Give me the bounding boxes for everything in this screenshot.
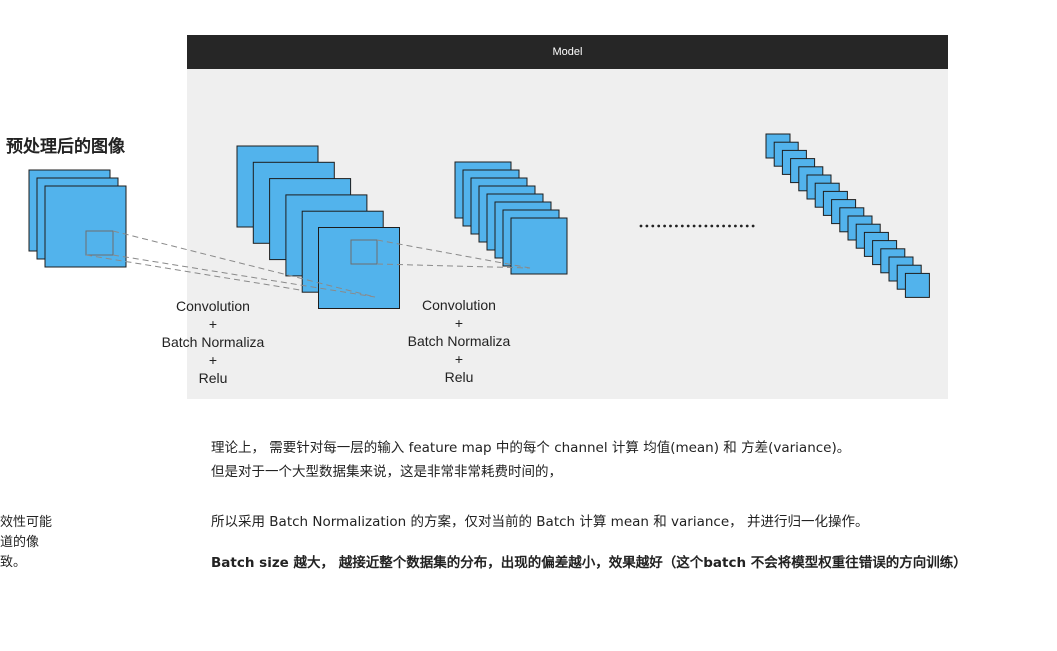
layer1-line-plus2: + [208, 352, 218, 368]
layer1-line-conv: Convolution [176, 298, 250, 314]
projection-line-5 [376, 263, 531, 269]
feature-map-stack-2 [454, 161, 568, 275]
input-image-title: 预处理后的图像 [6, 137, 125, 157]
text-line-2: 但是对于一个大型数据集来说，这是非常非常耗费时间的， [211, 464, 562, 480]
ellipsis-dot-10 [692, 224, 696, 228]
input-image-stack [28, 169, 127, 268]
ellipsis-dots [639, 213, 755, 228]
feature-map-stack-1 [236, 145, 400, 309]
ellipsis-dot-17 [734, 224, 737, 228]
left-cut-text-2: 道的像 [0, 535, 40, 550]
layer1-line-plus1: + [208, 316, 218, 332]
layer1-map-6 [318, 227, 400, 309]
ellipsis-dot-16 [728, 224, 731, 228]
ellipsis-dot-3 [651, 224, 655, 228]
projection-line-2 [112, 254, 376, 298]
ellipsis-dot-5 [663, 224, 666, 228]
ellipsis-dot-18 [739, 224, 743, 228]
layer-label-2: Convolution + Batch Normaliza + Relu [389, 296, 529, 386]
ellipsis-dot-1 [639, 224, 643, 228]
ellipsis-dot-11 [698, 224, 702, 228]
ellipsis-dot-19 [745, 224, 749, 228]
layer2-line-plus2: + [454, 351, 464, 367]
ellipsis-dot-4 [657, 224, 661, 228]
left-cut-text-1: 效性可能 [0, 515, 53, 530]
projection-line-3 [85, 254, 301, 291]
model-header-bar [187, 35, 948, 69]
ellipsis-dot-7 [675, 224, 678, 228]
ellipsis-dot-12 [704, 224, 708, 228]
text-line-3: 所以采用 Batch Normalization 的方案，仅对当前的 Batch… [211, 514, 869, 530]
ellipsis-dots-svg [639, 224, 755, 228]
text-line-4: Batch size 越大， 越接近整个数据集的分布，出现的偏差越小，效果越好（… [211, 555, 967, 571]
layer-label-1: Convolution + Batch Normaliza + Relu [143, 297, 283, 387]
layer2-line-conv: Convolution [422, 297, 496, 313]
layer2-line-bn: Batch Normaliza [407, 333, 511, 349]
ellipsis-dot-15 [722, 224, 725, 228]
ellipsis-dot-20 [751, 224, 755, 228]
layer1-line-relu: Relu [198, 370, 228, 386]
layer2-line-relu: Relu [444, 369, 474, 385]
input-receptive-field [85, 230, 114, 256]
ellipsis-dot-9 [686, 224, 690, 228]
receptive-field-lines [85, 230, 531, 298]
layer1-receptive-field [350, 239, 378, 265]
ellipsis-dot-14 [716, 224, 720, 228]
left-cut-text-3: 致。 [0, 555, 27, 570]
layer2-line-plus1: + [454, 315, 464, 331]
text-line-1: 理论上， 需要针对每一层的输入 feature map 中的每个 channel… [211, 440, 851, 456]
feature-map-stack-3 [765, 133, 930, 298]
model-title: Model [552, 46, 583, 58]
layer1-line-bn: Batch Normaliza [161, 334, 265, 350]
ellipsis-dot-6 [669, 224, 672, 228]
layer2-map-8 [510, 217, 568, 275]
ellipsis-dot-13 [710, 224, 714, 228]
ellipsis-dot-8 [680, 224, 684, 228]
projection-line-1 [112, 230, 376, 298]
ellipsis-dot-2 [645, 224, 649, 228]
layer3-map-18 [904, 272, 930, 298]
projection-line-4 [376, 239, 531, 269]
